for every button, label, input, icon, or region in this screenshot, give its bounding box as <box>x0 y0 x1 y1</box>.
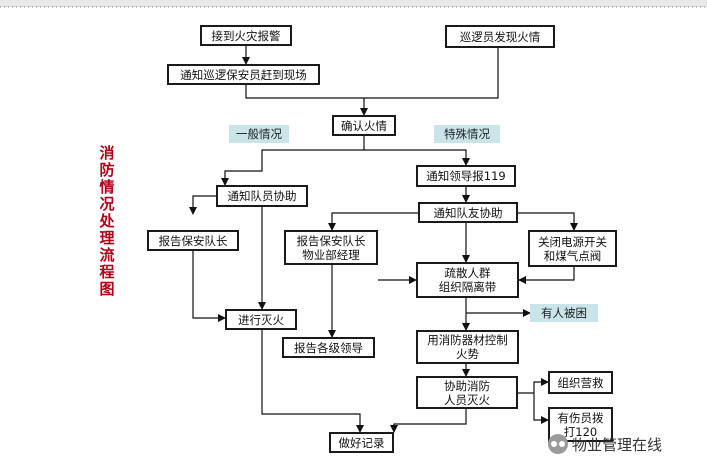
arrow-confirm-general <box>221 135 365 186</box>
box-notify-leader: 通知领导报119 <box>416 165 516 187</box>
flowchart-title: 消防情况处理流程图 <box>99 144 115 298</box>
box-report-captain-manager: 报告保安队长 物业部经理 <box>284 230 378 265</box>
box-evacuate: 疏散人群 组织隔离带 <box>416 262 519 298</box>
watermark-text: 物业管理在线 <box>572 435 663 454</box>
box-notify-patrol: 通知巡逻保安员赶到现场 <box>167 64 320 85</box>
watermark: 物业管理在线 <box>548 430 662 458</box>
box-assist-fire: 协助消防 人员灭火 <box>416 376 518 409</box>
box-cut-power: 关闭电源开关 和煤气点阀 <box>528 230 617 267</box>
wechat-icon <box>548 434 568 454</box>
box-control-fire: 用消防器材控制 火势 <box>416 330 519 364</box>
box-extinguish: 进行灭火 <box>225 309 297 330</box>
window-top-bar <box>0 0 707 8</box>
box-notify-team-member: 通知队员协助 <box>216 185 308 207</box>
box-report-leaders: 报告各级领导 <box>282 337 375 358</box>
box-notify-team-friend: 通知队友协助 <box>418 202 518 223</box>
tag-trapped: 有人被困 <box>530 304 598 322</box>
arrow-patrol-confirm <box>360 47 499 116</box>
box-confirm-fire: 确认火情 <box>332 115 396 136</box>
box-organize-rescue: 组织营救 <box>548 371 613 394</box>
box-patrol-find: 巡逻员发现火情 <box>445 25 555 48</box>
box-receive-alarm: 接到火灾报警 <box>200 25 292 46</box>
tag-special: 特殊情况 <box>434 125 500 143</box>
box-report-captain: 报告保安队长 <box>147 230 239 251</box>
box-record: 做好记录 <box>329 432 394 453</box>
tag-general: 一般情况 <box>229 125 289 143</box>
arrow-confirm-special <box>364 149 470 166</box>
